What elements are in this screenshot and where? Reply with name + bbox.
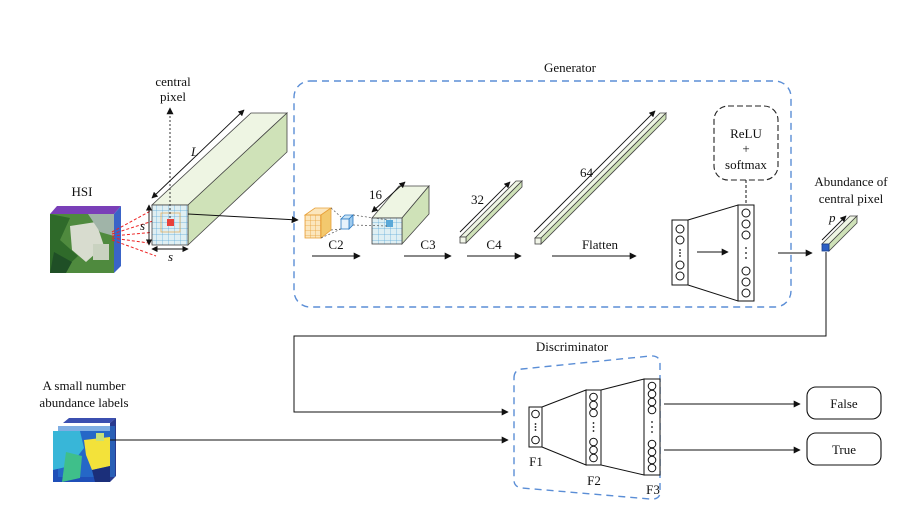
size-32-label: 32 [471,192,484,207]
output-p-label: p [828,210,836,225]
f3-label: F3 [646,482,660,497]
generator-fc-layer [671,204,755,302]
hsi-label: HSI [72,184,93,199]
hsi-cube-image [50,206,121,273]
generator-box [293,80,792,308]
conv-dotted-lines-c2 [320,207,342,239]
activation-line2: + [742,141,749,156]
f1-label: F1 [529,454,543,469]
dim-p-arrow [821,215,847,241]
c4-label: C4 [486,237,502,252]
f2-label: F2 [587,473,601,488]
generator-title: Generator [544,60,597,75]
abundance-labels-image [53,418,116,482]
central-pixel-label-line2: pixel [160,89,186,104]
discriminator-network [528,378,661,476]
activation-line1: ReLU [730,126,762,141]
c2-label: C2 [328,237,343,252]
abundance-vector [821,215,858,252]
labels-text-line1: A small number [42,378,126,393]
output-label-line2: central pixel [819,191,884,206]
flatten-label: Flatten [582,237,619,252]
labels-text-line2: abundance labels [39,395,128,410]
arrow-to-generator [187,213,299,224]
size-64-label: 64 [580,165,594,180]
false-output-label: False [830,396,858,411]
size-16-label: 16 [369,187,383,202]
activation-box [713,105,779,181]
discriminator-title: Discriminator [536,339,609,354]
dim-32-arrow [459,181,511,233]
true-output-label: True [832,442,856,457]
central-pixel-label-line1: central [155,74,191,89]
conv-dotted-lines-c3 [352,214,389,227]
c3-label: C3 [420,237,435,252]
output-to-discriminator-line [293,252,827,416]
feature-bar-64 [534,112,667,245]
dim-16-arrow [371,181,406,213]
activation-line3: softmax [725,157,767,172]
dim-s-side-label: s [140,218,145,233]
feature-cube-small [340,214,354,230]
dim-L-arrow [151,109,245,199]
dim-L-label: L [190,144,198,159]
false-output-box [806,386,882,420]
output-label-line1: Abundance of [814,174,888,189]
dim-64-arrow [533,110,656,233]
conv-kernel-c2 [303,207,333,239]
feature-bar-32 [459,180,523,244]
dim-s-bottom-label: s [168,249,173,264]
true-output-box [806,432,882,466]
